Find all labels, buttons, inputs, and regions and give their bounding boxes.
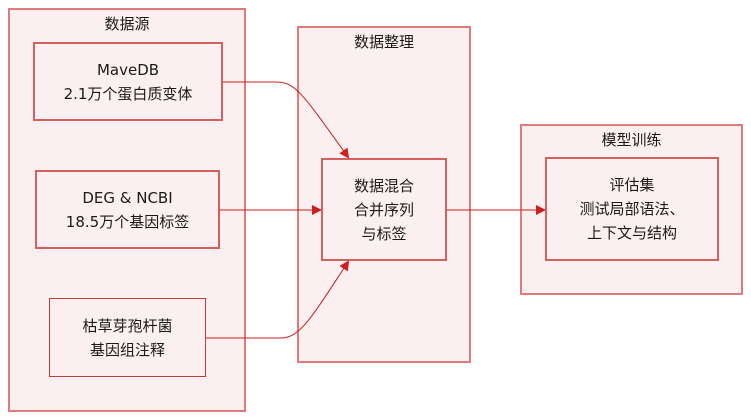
node-data-mixing-line1: 数据混合	[353, 176, 414, 195]
group-title-model-training: 模型训练	[601, 131, 662, 149]
node-evaluation-set[interactable]: 评估集 测试局部语法、 上下文与结构	[545, 157, 719, 261]
node-deg-ncbi-line2: 18.5万个基因标签	[65, 212, 190, 231]
node-data-mixing-line3: 与标签	[361, 224, 407, 243]
node-deg-ncbi-line1: DEG & NCBI	[82, 188, 173, 207]
node-deg-ncbi[interactable]: DEG & NCBI 18.5万个基因标签	[35, 170, 220, 249]
node-evaluation-set-line1: 评估集	[609, 176, 655, 194]
node-evaluation-set-line3: 上下文与结构	[586, 224, 677, 242]
node-data-mixing-line2: 合并序列	[353, 200, 414, 219]
node-evaluation-set-line2: 测试局部语法、	[579, 200, 685, 218]
node-bacillus-subtilis-line1: 枯草芽孢杆菌	[82, 316, 173, 335]
group-title-data-processing: 数据整理	[353, 33, 414, 51]
node-mavedb-line2: 2.1万个蛋白质变体	[63, 84, 193, 103]
group-title-data-sources: 数据源	[104, 15, 150, 33]
node-mavedb[interactable]: MaveDB 2.1万个蛋白质变体	[33, 42, 223, 121]
node-bacillus-subtilis[interactable]: 枯草芽孢杆菌 基因组注释	[49, 298, 206, 377]
node-bacillus-subtilis-line2: 基因组注释	[89, 340, 165, 359]
node-data-mixing[interactable]: 数据混合 合并序列 与标签	[321, 158, 447, 261]
node-mavedb-line1: MaveDB	[96, 60, 160, 79]
